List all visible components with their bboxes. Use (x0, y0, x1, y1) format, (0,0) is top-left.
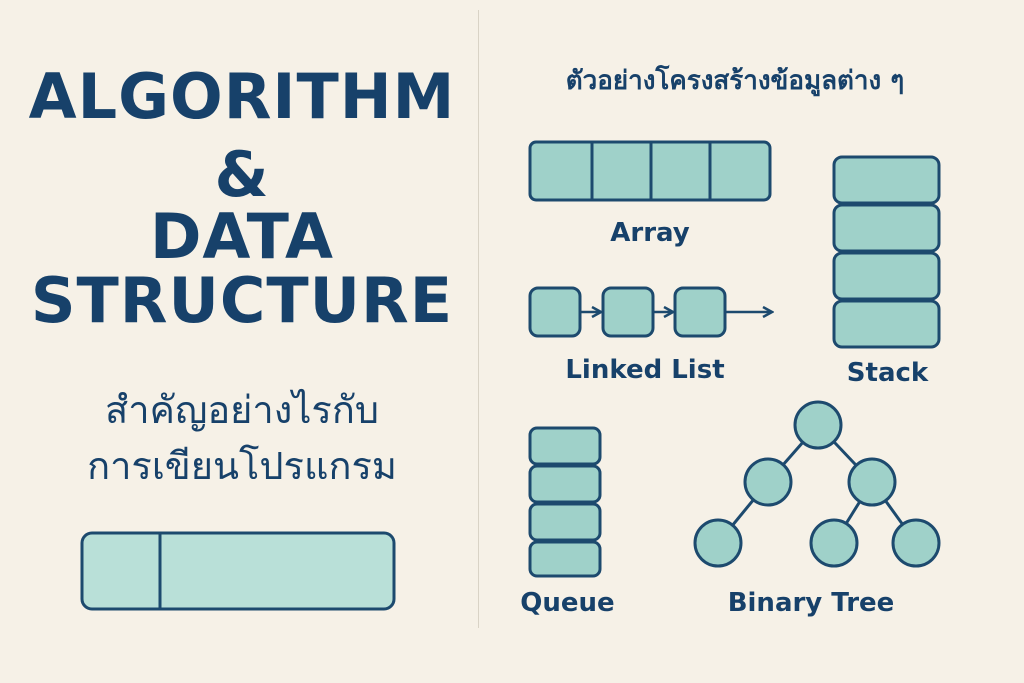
tree-node (743, 457, 793, 507)
title-line-algorithm: ALGORITHM (28, 60, 456, 133)
tree-node (809, 518, 859, 568)
linked-list-diagram (528, 286, 772, 338)
array-label: Array (610, 218, 690, 248)
tree-node (891, 518, 941, 568)
binary-tree-diagram (693, 400, 941, 568)
stack-diagram (832, 155, 941, 349)
decorative-bar (80, 531, 396, 611)
title-line-data: DATA (149, 200, 335, 273)
examples-heading: ตัวอย่างโครงสร้างข้อมูลต่าง ๆ (565, 66, 905, 96)
queue-label: Queue (520, 588, 615, 618)
subtitle-line-2: การเขียนโปรแกรม (87, 444, 397, 488)
center-divider (478, 10, 479, 628)
subtitle-line-1: สำคัญอย่างไรกับ (105, 388, 379, 432)
linked-list-node (601, 286, 655, 338)
tree-node (793, 400, 843, 450)
linked-list-node (673, 286, 727, 338)
title-line-ampersand: & (214, 138, 270, 211)
tree-node (847, 457, 897, 507)
tree-node (693, 518, 743, 568)
queue-diagram (528, 426, 602, 578)
binary-tree-label: Binary Tree (727, 588, 895, 618)
stack-label: Stack (846, 358, 929, 388)
array-diagram (528, 140, 772, 202)
linked-list-node (528, 286, 582, 338)
linked-list-label: Linked List (565, 355, 725, 385)
title-line-structure: STRUCTURE (30, 264, 454, 337)
